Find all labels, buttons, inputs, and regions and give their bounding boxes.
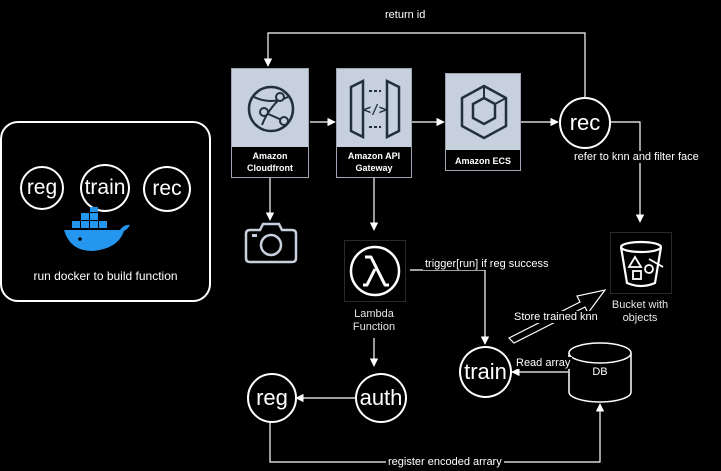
refer-knn-label: refer to knn and filter face	[572, 151, 701, 163]
lambda-label: Lambda Function	[352, 308, 396, 333]
db-cylinder	[568, 342, 632, 403]
cloudfront-card[interactable]: Amazon Cloudfront	[231, 68, 309, 178]
reg-node[interactable]: reg	[247, 373, 297, 423]
rec-to-bucket-arrow	[611, 121, 645, 223]
trigger-arrow	[410, 269, 490, 345]
ecs-label: Amazon ECS	[454, 156, 511, 166]
trigger-label: trigger[run] if reg success	[423, 258, 551, 270]
read-array-label: Read array	[514, 357, 573, 369]
svg-text:</>: </>	[363, 103, 387, 118]
docker-box[interactable]: reg train rec run docker to build functi…	[0, 121, 211, 302]
store-trained-label: Store trained knn	[512, 311, 600, 323]
auth-node[interactable]: auth	[355, 373, 407, 423]
return-id-arrow	[263, 32, 586, 98]
return-id-label: return id	[383, 9, 428, 21]
api-gateway-card[interactable]: </> Amazon API Gateway	[336, 68, 412, 178]
lambda-card[interactable]	[344, 240, 406, 302]
rec-node[interactable]: rec	[559, 97, 611, 149]
ecs-card[interactable]: Amazon ECS	[445, 73, 521, 171]
bucket-label: Bucket with objects	[611, 299, 669, 324]
bucket-card[interactable]	[610, 232, 672, 294]
register-label: register encoded arrary	[386, 456, 504, 468]
bucket-icon	[619, 240, 664, 288]
docker-icon	[64, 207, 130, 251]
lambda-icon	[349, 245, 401, 297]
db-label: DB	[592, 366, 608, 378]
train-node[interactable]: train	[459, 346, 512, 398]
api-gateway-label: Amazon API Gateway	[347, 151, 401, 173]
cloudfront-icon	[247, 85, 295, 133]
run-docker-label: run docker to build function	[33, 269, 178, 283]
camera-icon	[244, 222, 298, 264]
docker-reg-node: reg	[20, 166, 64, 210]
register-arrow	[269, 403, 605, 463]
cloudfront-label: Amazon Cloudfront	[247, 151, 293, 173]
api-gateway-icon: </>	[349, 79, 401, 139]
ecs-icon	[460, 84, 508, 140]
docker-train-node: train	[80, 164, 130, 212]
docker-rec-node: rec	[143, 166, 191, 212]
